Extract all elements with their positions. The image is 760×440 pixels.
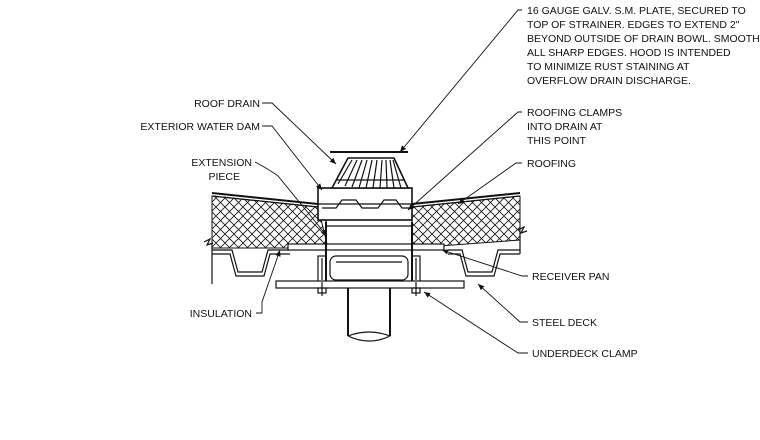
roofing-clamps-line-1: ROOFING CLAMPS <box>527 107 622 119</box>
piece-label: PIECE <box>208 171 240 183</box>
roofing-clamps-line-2: INTO DRAIN AT <box>527 121 603 133</box>
plate-note-line-3: BEYOND OUTSIDE OF DRAIN BOWL. SMOOTH <box>527 33 760 45</box>
underdeck-clamp <box>275 280 465 296</box>
plate-note-line-2: TOP OF STRAINER. EDGES TO EXTEND 2" <box>527 19 740 31</box>
leader-lines <box>254 9 528 354</box>
insulation-label: INSULATION <box>190 308 252 320</box>
receiver-pan <box>287 243 445 251</box>
roofing-clamps-line-3: THIS POINT <box>527 135 587 147</box>
steel-deck-label: STEEL DECK <box>532 317 597 329</box>
receiver-pan-label: RECEIVER PAN <box>532 271 609 283</box>
roof-drain-label: ROOF DRAIN <box>194 98 260 110</box>
underdeck-clamp-label: UNDERDECK CLAMP <box>532 348 638 360</box>
plate-note-line-4: ALL SHARP EDGES. HOOD IS INTENDED <box>527 47 731 59</box>
plate-note-line-5: TO MINIMIZE RUST STAINING AT <box>527 61 690 73</box>
callout-labels: 16 GAUGE GALV. S.M. PLATE, SECURED TO TO… <box>140 5 759 360</box>
drain-pipe <box>347 288 391 342</box>
plate-note-line-6: OVERFLOW DRAIN DISCHARGE. <box>527 75 691 87</box>
extension-label: EXTENSION <box>191 157 252 169</box>
plate-note-line-1: 16 GAUGE GALV. S.M. PLATE, SECURED TO <box>527 5 746 17</box>
exterior-water-dam-label: EXTERIOR WATER DAM <box>140 121 260 133</box>
steel-deck <box>203 225 528 284</box>
roof-drain <box>317 151 413 227</box>
drain-body <box>317 222 421 286</box>
roofing-label: ROOFING <box>527 158 576 170</box>
